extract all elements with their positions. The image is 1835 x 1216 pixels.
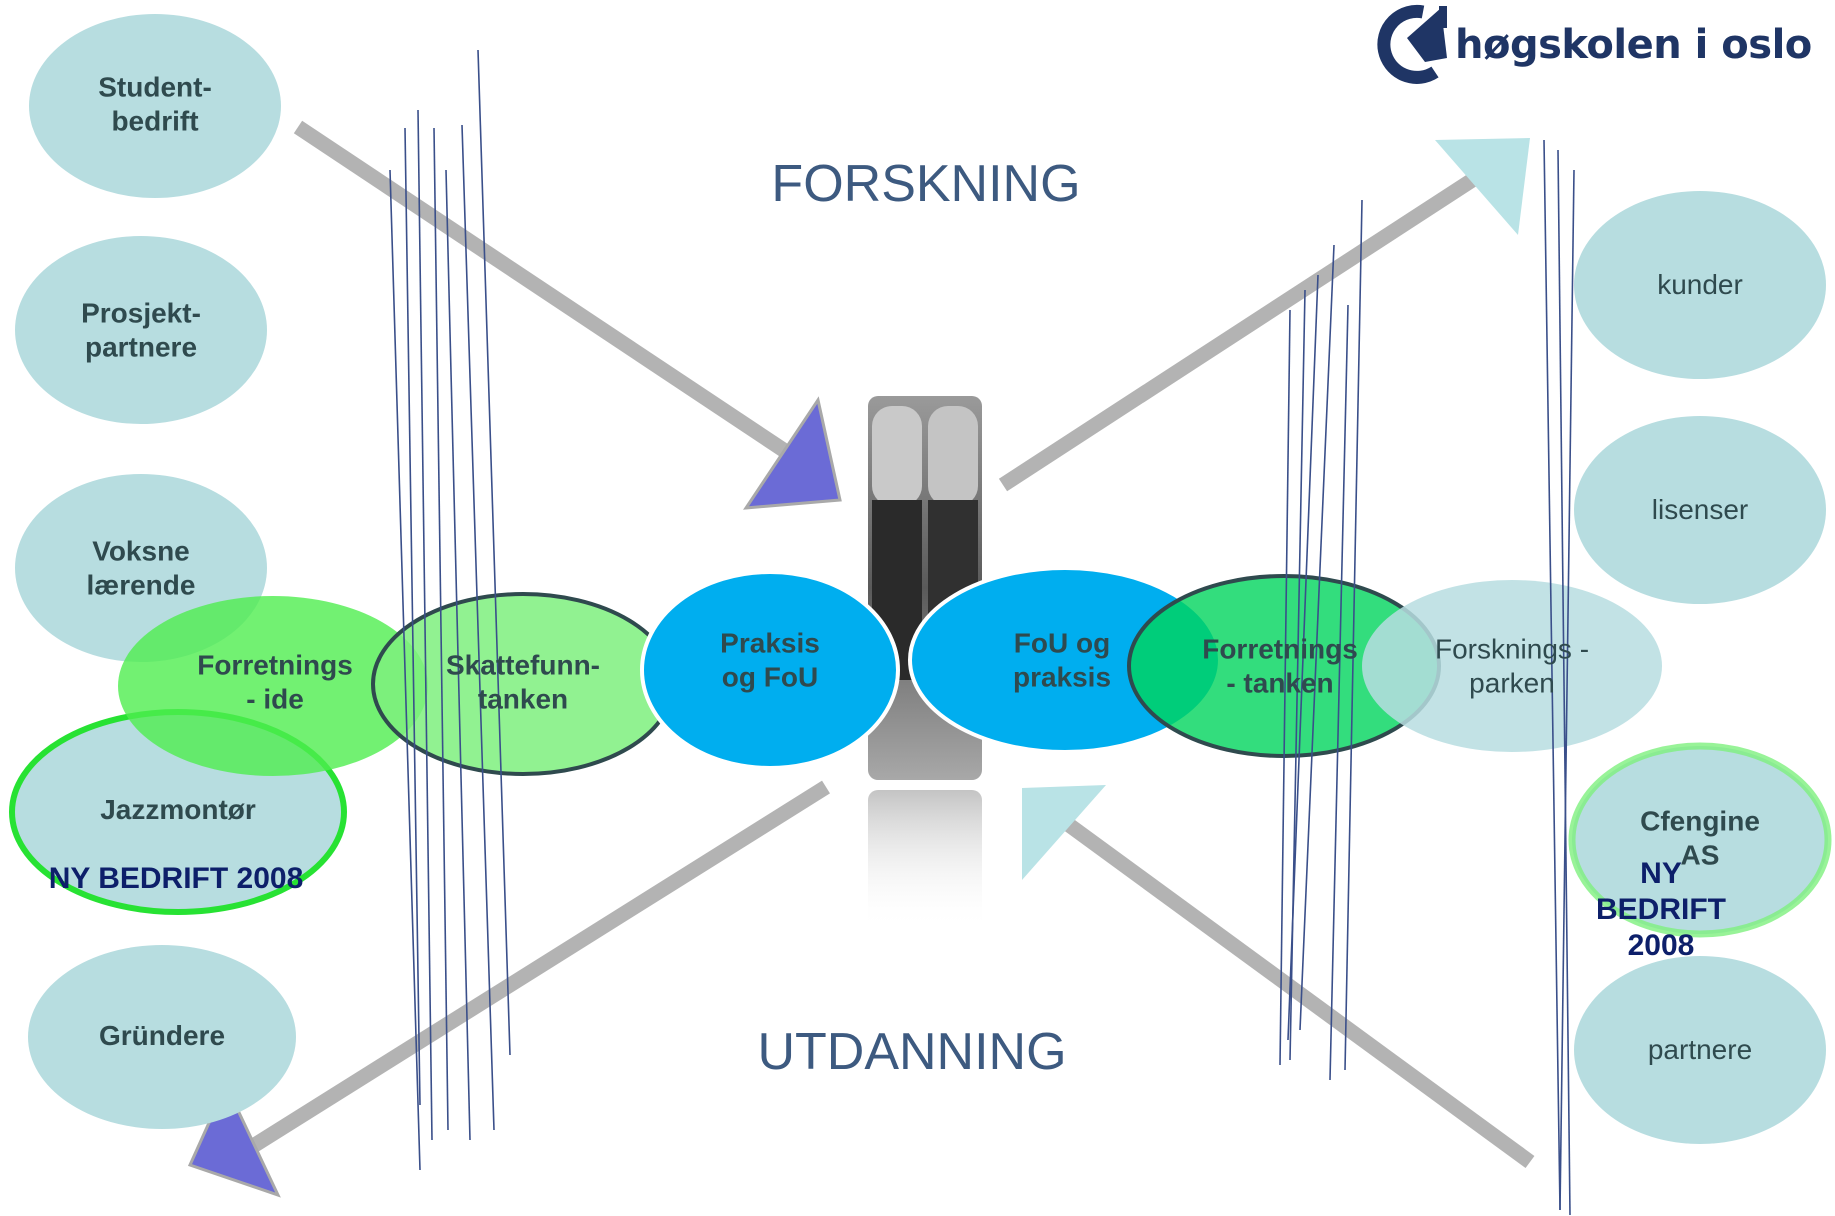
line-bundle-center-right: [1279, 199, 1363, 1081]
badge-new-company-left: NY BEDRIFT 2008: [48, 862, 304, 895]
label-rd-practice: FoU og praksis: [1012, 627, 1112, 692]
heading-utdanning: UTDANNING: [757, 1022, 1067, 1081]
bubble-project-partners: [15, 236, 267, 424]
label-adult-learners: Voksne lærende: [86, 535, 196, 600]
bubble-licenses: [1574, 416, 1826, 604]
label-student-company: Student- bedrift: [98, 71, 212, 136]
arrowhead-bottom-right: [1022, 785, 1106, 880]
label-project-partners: Prosjekt- partnere: [81, 297, 201, 362]
bubble-cfengine: [1568, 742, 1832, 938]
badge-new-company-right: NY BEDRIFT 2008: [1596, 857, 1726, 962]
bubble-founders: [28, 945, 296, 1129]
label-customers: kunder: [1657, 269, 1743, 301]
line-bundle-left: [389, 49, 511, 1171]
bubble-customers: [1574, 191, 1826, 379]
label-science-park: Forsknings - parken: [1434, 633, 1590, 698]
arrow-shaft-bottom-left: [246, 780, 830, 1155]
bubble-partners: [1574, 956, 1826, 1144]
logo-text: høgskolen i oslo: [1455, 22, 1812, 68]
arrow-shaft-top-left: [293, 120, 805, 468]
bubble-business-idea: [118, 596, 428, 776]
arrowhead-top-left: [743, 396, 842, 510]
label-jazz: Jazzmontør: [100, 794, 256, 826]
flow-arrows: [187, 120, 1535, 1198]
center-chain: [118, 566, 1662, 776]
bubble-student-company: [29, 14, 281, 198]
arrowhead-bottom-left: [187, 1081, 281, 1198]
label-business-idea: Forretnings - ide: [197, 649, 353, 714]
label-licenses: lisenser: [1651, 494, 1749, 526]
arrowhead-top-right: [1435, 138, 1530, 235]
arrow-shaft-top-right: [998, 168, 1485, 492]
label-tax-credit: Skattefunn- tanken: [446, 649, 600, 714]
hio-logo: høgskolen i oslo: [1355, 0, 1812, 96]
bubble-science-park: [1362, 580, 1662, 752]
line-bundle-far-right: [1543, 139, 1575, 1216]
label-founders: Gründere: [98, 1020, 226, 1052]
hio-logo-icon: [1377, 4, 1447, 84]
label-business-thinking: Forretnings - tanken: [1202, 633, 1358, 698]
label-practice-rd: Praksis og FoU: [720, 627, 820, 692]
right-bubbles: [1568, 191, 1832, 1144]
arrow-shaft-bottom-right: [1060, 815, 1535, 1169]
heading-forskning: FORSKNING: [771, 154, 1081, 213]
label-partners: partnere: [1647, 1034, 1753, 1066]
label-cfengine: Cfengine AS: [1640, 805, 1760, 870]
bubble-practice-rd: [640, 570, 900, 770]
